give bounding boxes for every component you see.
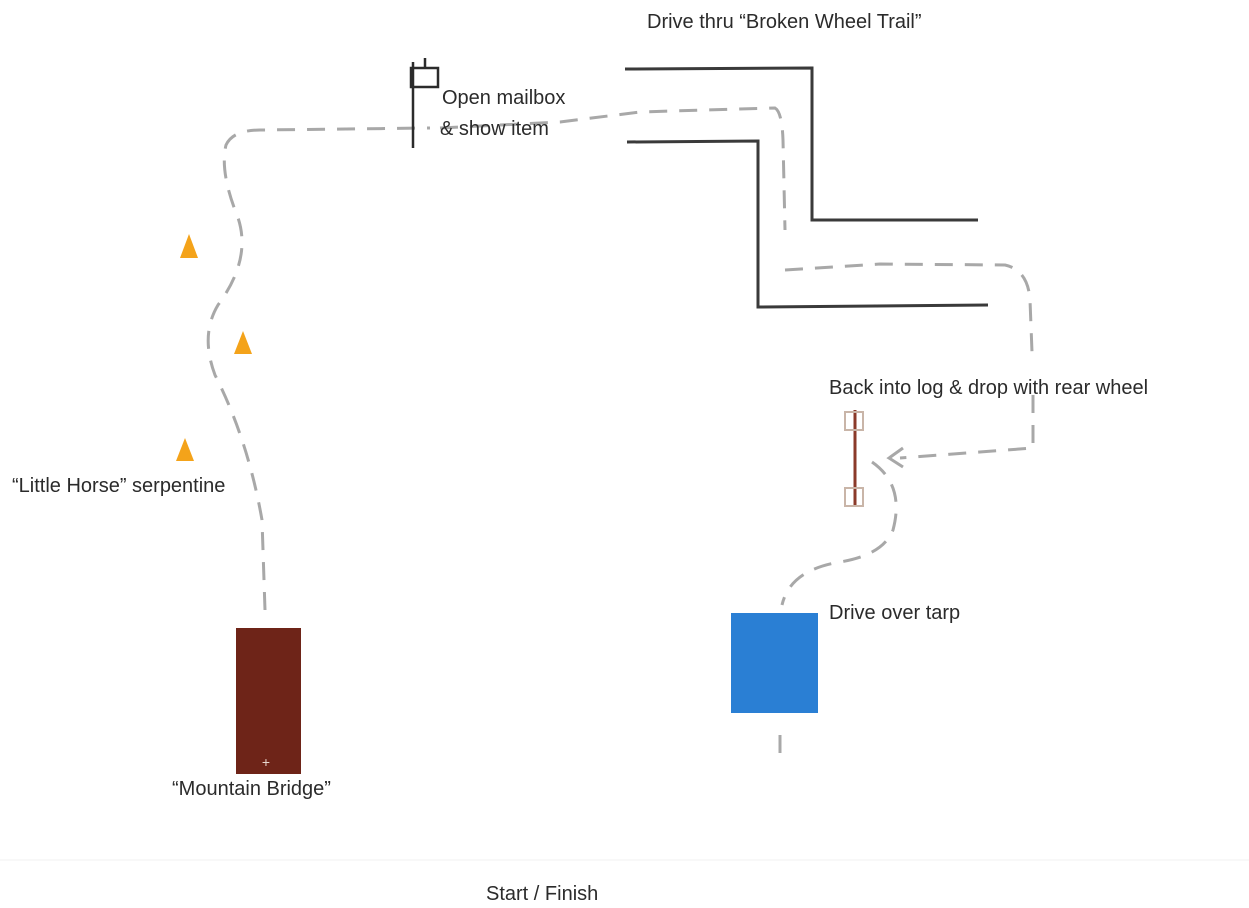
mailbox-icon xyxy=(409,58,440,148)
log-bottom-block xyxy=(844,487,864,507)
log-icon xyxy=(844,410,864,507)
bridge-label: “Mountain Bridge” xyxy=(172,778,331,800)
tarp xyxy=(731,613,818,713)
traffic-cone-icon xyxy=(234,331,252,354)
trail-inner-wall xyxy=(626,139,989,309)
trail-outer-wall xyxy=(624,66,978,222)
cones xyxy=(176,234,252,461)
log-label: Back into log & drop with rear wheel xyxy=(829,377,1149,399)
trail-label: Drive thru “Broken Wheel Trail” xyxy=(647,11,922,33)
traffic-cone-icon xyxy=(180,234,198,258)
traffic-cone-icon xyxy=(176,438,194,461)
arrowhead-icon xyxy=(886,446,904,469)
bridge-plus-mark: + xyxy=(262,754,270,770)
driving-path xyxy=(206,106,1035,760)
path-log-to-tarp xyxy=(780,460,898,606)
path-bridge-to-mailbox xyxy=(206,126,431,611)
path-trail-to-log xyxy=(784,262,1035,460)
tarp-label: Drive over tarp xyxy=(829,602,961,624)
mountain-bridge xyxy=(236,628,301,774)
log-top-block xyxy=(844,411,864,431)
start-finish-label: Start / Finish xyxy=(486,883,599,905)
inner-dashes xyxy=(265,615,779,750)
path-mailbox-to-trail xyxy=(439,106,787,231)
broken-wheel-trail xyxy=(624,66,989,309)
mailbox-box xyxy=(409,66,440,89)
mailbox-label-line1: Open mailbox xyxy=(442,87,566,109)
serpentine-label: “Little Horse” serpentine xyxy=(12,475,226,497)
mailbox-label-line2: & show item xyxy=(440,118,549,140)
